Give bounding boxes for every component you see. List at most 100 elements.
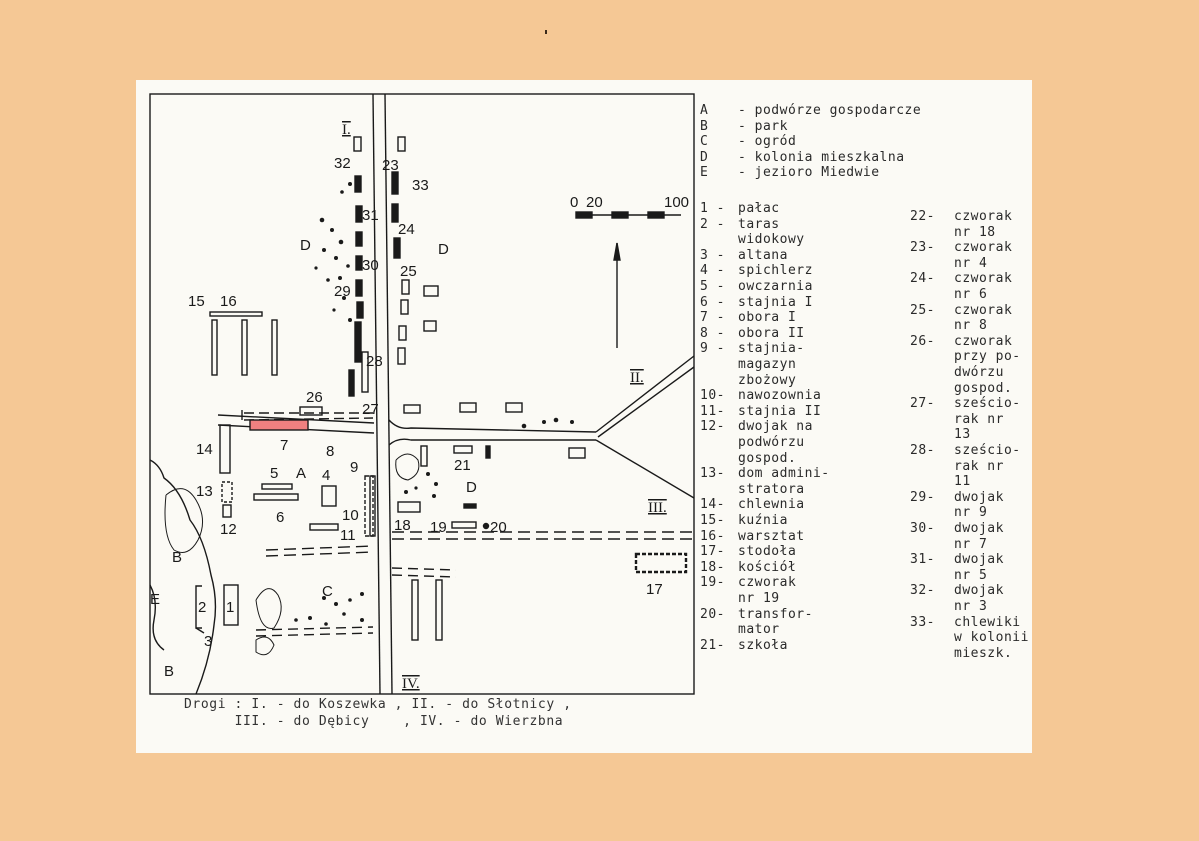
legend-building-row: 19-czworak	[700, 574, 796, 591]
legend-building-key: 32-	[910, 583, 935, 599]
estate-plan-map: A B B C D D D E I. II. III. IV. 0 20 100…	[149, 93, 695, 695]
bldg-26: 26	[306, 389, 323, 406]
area-label-D2: D	[438, 241, 449, 258]
legend-building-row: dwórzu	[910, 364, 1004, 381]
area-label-E: E	[150, 591, 160, 608]
legend-area-key: E	[700, 165, 709, 181]
legend-area-row: E - jezioro Miedwie	[700, 164, 880, 181]
legend-building-text: kuźnia	[738, 513, 788, 528]
legend-building-row: 29-dwojak	[910, 489, 1004, 506]
legend-building-text: nr 3	[954, 599, 988, 614]
legend-building-text: gospod.	[738, 450, 797, 466]
legend-building-row: zbożowy	[700, 372, 796, 389]
legend-area-row: A- podwórze gospodarcze	[700, 102, 921, 119]
legend-building-text: zbożowy	[738, 372, 797, 388]
legend-building-row: nr 5	[910, 567, 987, 584]
legend-building-text: szkoła	[738, 637, 788, 653]
legend-building-key: 7 -	[700, 310, 725, 326]
legend-building-row: 28-sześcio-	[910, 442, 1021, 459]
legend-building-text: podwórzu	[738, 435, 805, 450]
legend-area-key: C	[700, 134, 709, 150]
legend-building-text: 11	[954, 474, 971, 490]
legend-building-text: czworak	[954, 333, 1013, 349]
legend-building-text: transfor-	[738, 606, 813, 622]
legend-building-text: obora I	[738, 310, 797, 326]
legend-building-row: widokowy	[700, 231, 805, 248]
legend-building-row: nr 19	[700, 590, 780, 607]
legend-building-text: czworak	[954, 271, 1013, 287]
paper-speck	[545, 30, 547, 34]
legend-building-key: 22-	[910, 209, 935, 224]
road-label-III: III.	[648, 500, 667, 516]
legend-building-row: nr 7	[910, 536, 987, 553]
legend-area-text: - jezioro Miedwie	[738, 165, 880, 181]
legend-building-row: rak nr	[910, 458, 1004, 475]
legend-building-key: 11-	[700, 403, 725, 419]
bldg-28: 28	[366, 353, 383, 370]
legend-building-key: 26-	[910, 333, 935, 349]
bldg-15: 15	[188, 293, 205, 310]
bldg-27: 27	[362, 401, 379, 418]
legend-building-text: w kolonii	[954, 630, 1029, 646]
legend-building-row: 3 -altana	[700, 247, 788, 264]
area-label-C: C	[322, 583, 333, 600]
bldg-11: 11	[340, 527, 356, 544]
bldg-16: 16	[220, 293, 237, 310]
legend-building-key: 23-	[910, 240, 935, 256]
bldg-3: 3	[204, 633, 212, 650]
legend-building-row: nr 9	[910, 504, 987, 521]
legend-building-row: 1 -pałac	[700, 200, 780, 217]
legend-building-row: 8 -obora II	[700, 325, 805, 342]
legend-building-text: magazyn	[738, 357, 797, 372]
legend-building-key: 2 -	[700, 216, 725, 232]
legend-building-row: nr 4	[910, 255, 987, 272]
legend-area-row: D- kolonia mieszkalna	[700, 149, 905, 166]
legend-building-row: 15-kuźnia	[700, 512, 788, 529]
legend-building-key: 6 -	[700, 294, 725, 310]
legend-building-text: mator	[738, 622, 780, 638]
legend-building-row: 6 - stajnia I	[700, 294, 813, 311]
legend-building-text: sześcio-	[954, 443, 1021, 458]
legend-building-text: czworak	[954, 302, 1013, 318]
legend-building-text: altana	[738, 247, 788, 263]
bldg-30: 30	[362, 257, 379, 274]
bldg-2: 2	[198, 599, 206, 616]
legend-building-row: 13-dom admini-	[700, 465, 830, 482]
legend-building-key: 1 -	[700, 201, 725, 216]
legend-building-key: 10-	[700, 388, 725, 404]
bldg-18: 18	[394, 517, 411, 534]
legend-building-text: nr 7	[954, 536, 988, 552]
bldg-20: 20	[490, 519, 507, 536]
legend-building-row: 13	[910, 426, 971, 443]
legend-building-text: stajnia-	[738, 341, 805, 357]
bldg-23: 23	[382, 157, 399, 174]
legend-building-text: dwórzu	[954, 365, 1004, 380]
roads-line-1: Drogi : I. - do Koszewka , II. - do Słot…	[184, 697, 572, 712]
legend-building-text: dwojak	[954, 583, 1004, 599]
legend-building-text: nr 8	[954, 318, 988, 334]
legend-building-text: stodoła	[738, 544, 797, 560]
legend-building-text: stajnia I	[738, 294, 813, 310]
legend-building-row: 23-czworak	[910, 239, 1012, 256]
legend-building-text: stajnia II	[738, 403, 822, 419]
legend-building-key: 18-	[700, 559, 725, 575]
legend-area-text: - park	[738, 118, 788, 134]
legend-area-key: B	[700, 118, 709, 134]
bldg-33: 33	[412, 177, 429, 194]
legend-building-text: taras	[738, 216, 780, 232]
legend-building-row: 25-czworak	[910, 302, 1012, 319]
area-label-D1: D	[300, 237, 311, 254]
bldg-19: 19	[430, 519, 447, 536]
scale-100: 100	[664, 194, 689, 211]
bldg-13: 13	[196, 483, 213, 500]
legend-building-row: przy po-	[910, 348, 1021, 365]
bldg-5: 5	[270, 465, 278, 482]
bldg-25: 25	[400, 263, 417, 280]
legend-building-text: nr 9	[954, 505, 988, 521]
bldg-29: 29	[334, 283, 351, 300]
legend-area-text: - kolonia mieszkalna	[738, 149, 905, 165]
legend-building-row: gospod.	[700, 450, 796, 467]
legend-building-key: 12-	[700, 419, 725, 435]
legend-building-row: 31-dwojak	[910, 551, 1004, 568]
